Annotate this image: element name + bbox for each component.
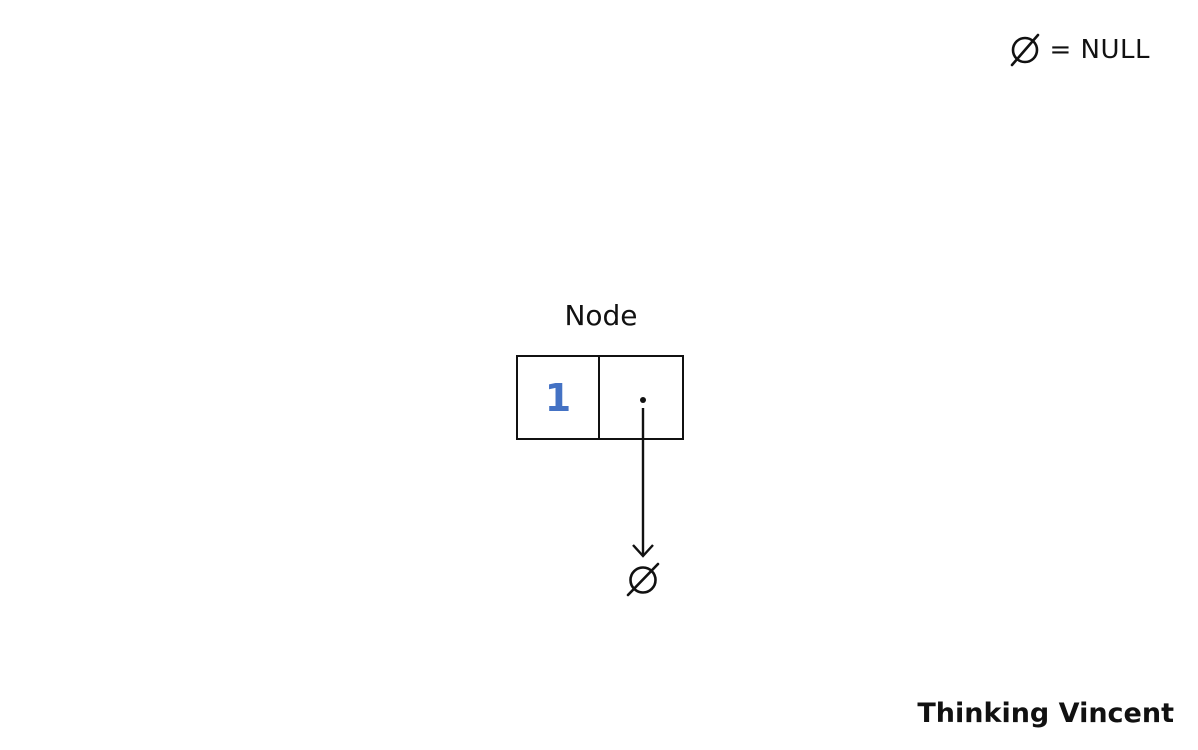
watermark: Thinking Vincent: [917, 698, 1174, 729]
legend: = NULL: [1008, 32, 1151, 68]
pointer-arrow-head: [632, 544, 654, 558]
null-symbol-icon: [626, 562, 660, 597]
next-pointer: [626, 397, 660, 597]
node-value: 1: [544, 375, 572, 420]
pointer-origin-dot: [640, 397, 646, 403]
node-box: 1: [516, 355, 684, 440]
node-data-cell: 1: [518, 357, 600, 438]
node-label: Node: [564, 299, 638, 332]
null-symbol-icon: [1010, 33, 1039, 67]
legend-text: = NULL: [1049, 35, 1150, 65]
